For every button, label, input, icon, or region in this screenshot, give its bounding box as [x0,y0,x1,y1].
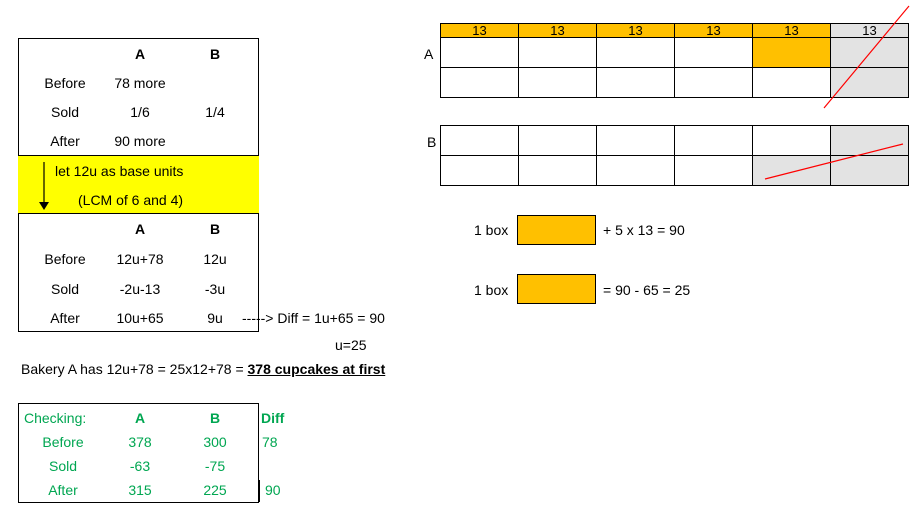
unit-value: u=25 [335,337,367,353]
table-given-row-label: Sold [50,104,80,120]
model-b-box [596,125,675,156]
table-units-cell: 12u [203,251,227,267]
table-units-cell: -2u-13 [119,281,161,297]
base-units-note-line2: (LCM of 6 and 4) [78,192,184,208]
table-units-col-b: B [209,221,221,237]
model-a-box [596,37,675,68]
table-units-row-label: Sold [50,281,80,297]
checking-row-label: After [48,482,78,498]
equation1-box [517,215,596,245]
checking-col-diff: Diff [261,410,285,426]
checking-row-label: Before [42,434,84,450]
checking-cell: 225 [203,482,227,498]
model-b-box-removed [752,155,831,186]
equation1-text: + 5 x 13 = 90 [603,222,685,238]
checking-col-a: A [134,410,146,426]
model-label-a: A [424,46,434,62]
checking-cell: 78 [262,434,278,450]
model-header-cell: 13 [596,23,675,38]
table-given-row-label: Before [44,75,86,91]
equation2-text: = 90 - 65 = 25 [603,282,691,298]
model-b-box-removed [830,155,909,186]
table-given-col-b: B [209,46,221,62]
table-units-cell: 10u+65 [116,310,164,326]
model-a-box [596,67,675,98]
table-units-col-a: A [134,221,146,237]
equation2-label: 1 box [474,282,509,298]
table-given [18,38,259,156]
table-units-cell: 9u [207,310,223,326]
model-b-box [752,125,831,156]
checking-row-label: Sold [48,458,78,474]
checking-col-b: B [209,410,221,426]
equation1-label: 1 box [474,222,509,238]
model-a-box-removed [830,67,909,98]
strike-line-b [764,143,904,180]
conclusion-text: Bakery A has 12u+78 = 25x12+78 = [21,361,248,377]
checking-diff-divider [259,480,260,502]
table-given-col-a: A [134,46,146,62]
checking-cell: -63 [129,458,151,474]
conclusion-answer: 378 cupcakes at first [247,361,386,377]
model-label-b: B [427,134,437,150]
model-b-box [440,125,519,156]
table-units-row-label: After [50,310,80,326]
model-b-box [596,155,675,186]
model-b-box [440,155,519,186]
model-a-box [440,67,519,98]
checking-cell: 378 [128,434,152,450]
strike-line-a [823,5,910,109]
arrow-down-icon [38,160,50,212]
checking-cell: 300 [203,434,227,450]
equation2-box [517,274,596,304]
model-b-box-removed [830,125,909,156]
checking-cell: 90 [265,482,281,498]
model-b-box [674,155,753,186]
checking-cell: -75 [204,458,226,474]
checking-cell: 315 [128,482,152,498]
diff-equation: -----> Diff = 1u+65 = 90 [242,310,385,326]
table-given-cell: 78 more [114,75,166,91]
conclusion: Bakery A has 12u+78 = 25x12+78 = 378 cup… [21,361,385,377]
model-a-box [440,37,519,68]
table-given-cell: 1/6 [130,104,150,120]
base-units-note [18,156,259,213]
table-units-cell: -3u [204,281,226,297]
base-units-note-line1: let 12u as base units [55,163,184,179]
table-given-cell: 90 more [114,133,166,149]
model-a-box [752,67,831,98]
checking-table [18,403,259,503]
model-a-box [674,37,753,68]
table-given-cell: 1/4 [205,104,225,120]
checking-title: Checking: [24,410,87,426]
table-units [18,213,259,332]
table-units-cell: 12u+78 [116,251,164,267]
model-a-box [518,67,597,98]
table-given-row-label: After [50,133,80,149]
table-units-row-label: Before [44,251,86,267]
